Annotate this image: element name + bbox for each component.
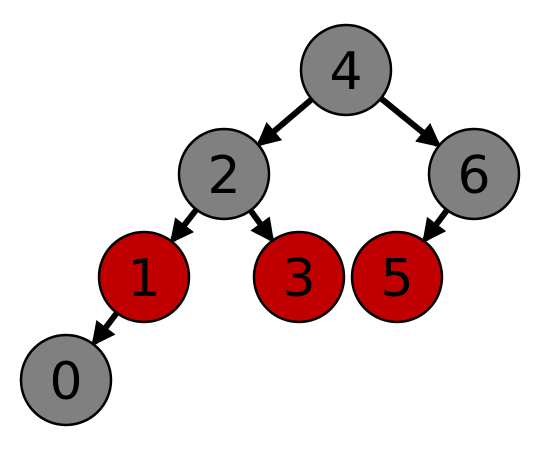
node-circle-black bbox=[427, 127, 521, 221]
nodes: 4 2 6 1 3 5 0 bbox=[19, 23, 521, 427]
tree-node-1: 1 bbox=[97, 230, 191, 324]
node-label: 5 bbox=[380, 249, 413, 309]
edges bbox=[91, 96, 450, 347]
tree-node-0: 0 bbox=[19, 333, 113, 427]
node-label: 1 bbox=[127, 249, 160, 309]
node-label: 4 bbox=[329, 42, 362, 102]
node-circle-red bbox=[252, 230, 346, 324]
node-circle-black bbox=[177, 127, 271, 221]
edge-n2-n3 bbox=[248, 208, 275, 243]
tree-node-2: 2 bbox=[177, 127, 271, 221]
edge-n1-n0 bbox=[91, 311, 120, 347]
edge-n4-n6 bbox=[379, 96, 442, 148]
tree-node-4: 4 bbox=[299, 23, 393, 117]
node-circle-black bbox=[19, 333, 113, 427]
node-circle-red bbox=[350, 230, 444, 324]
node-label: 6 bbox=[457, 146, 490, 206]
edge-n2-n1 bbox=[169, 207, 199, 244]
tree-node-3: 3 bbox=[252, 230, 346, 324]
tree-node-6: 6 bbox=[427, 127, 521, 221]
node-circle-red bbox=[97, 230, 191, 324]
node-label: 0 bbox=[49, 352, 82, 412]
tree-node-5: 5 bbox=[350, 230, 444, 324]
edge-n6-n5 bbox=[422, 208, 450, 244]
node-label: 2 bbox=[207, 146, 240, 206]
node-label: 3 bbox=[282, 249, 315, 309]
edge-n4-n2 bbox=[256, 96, 314, 147]
node-circle-black bbox=[299, 23, 393, 117]
